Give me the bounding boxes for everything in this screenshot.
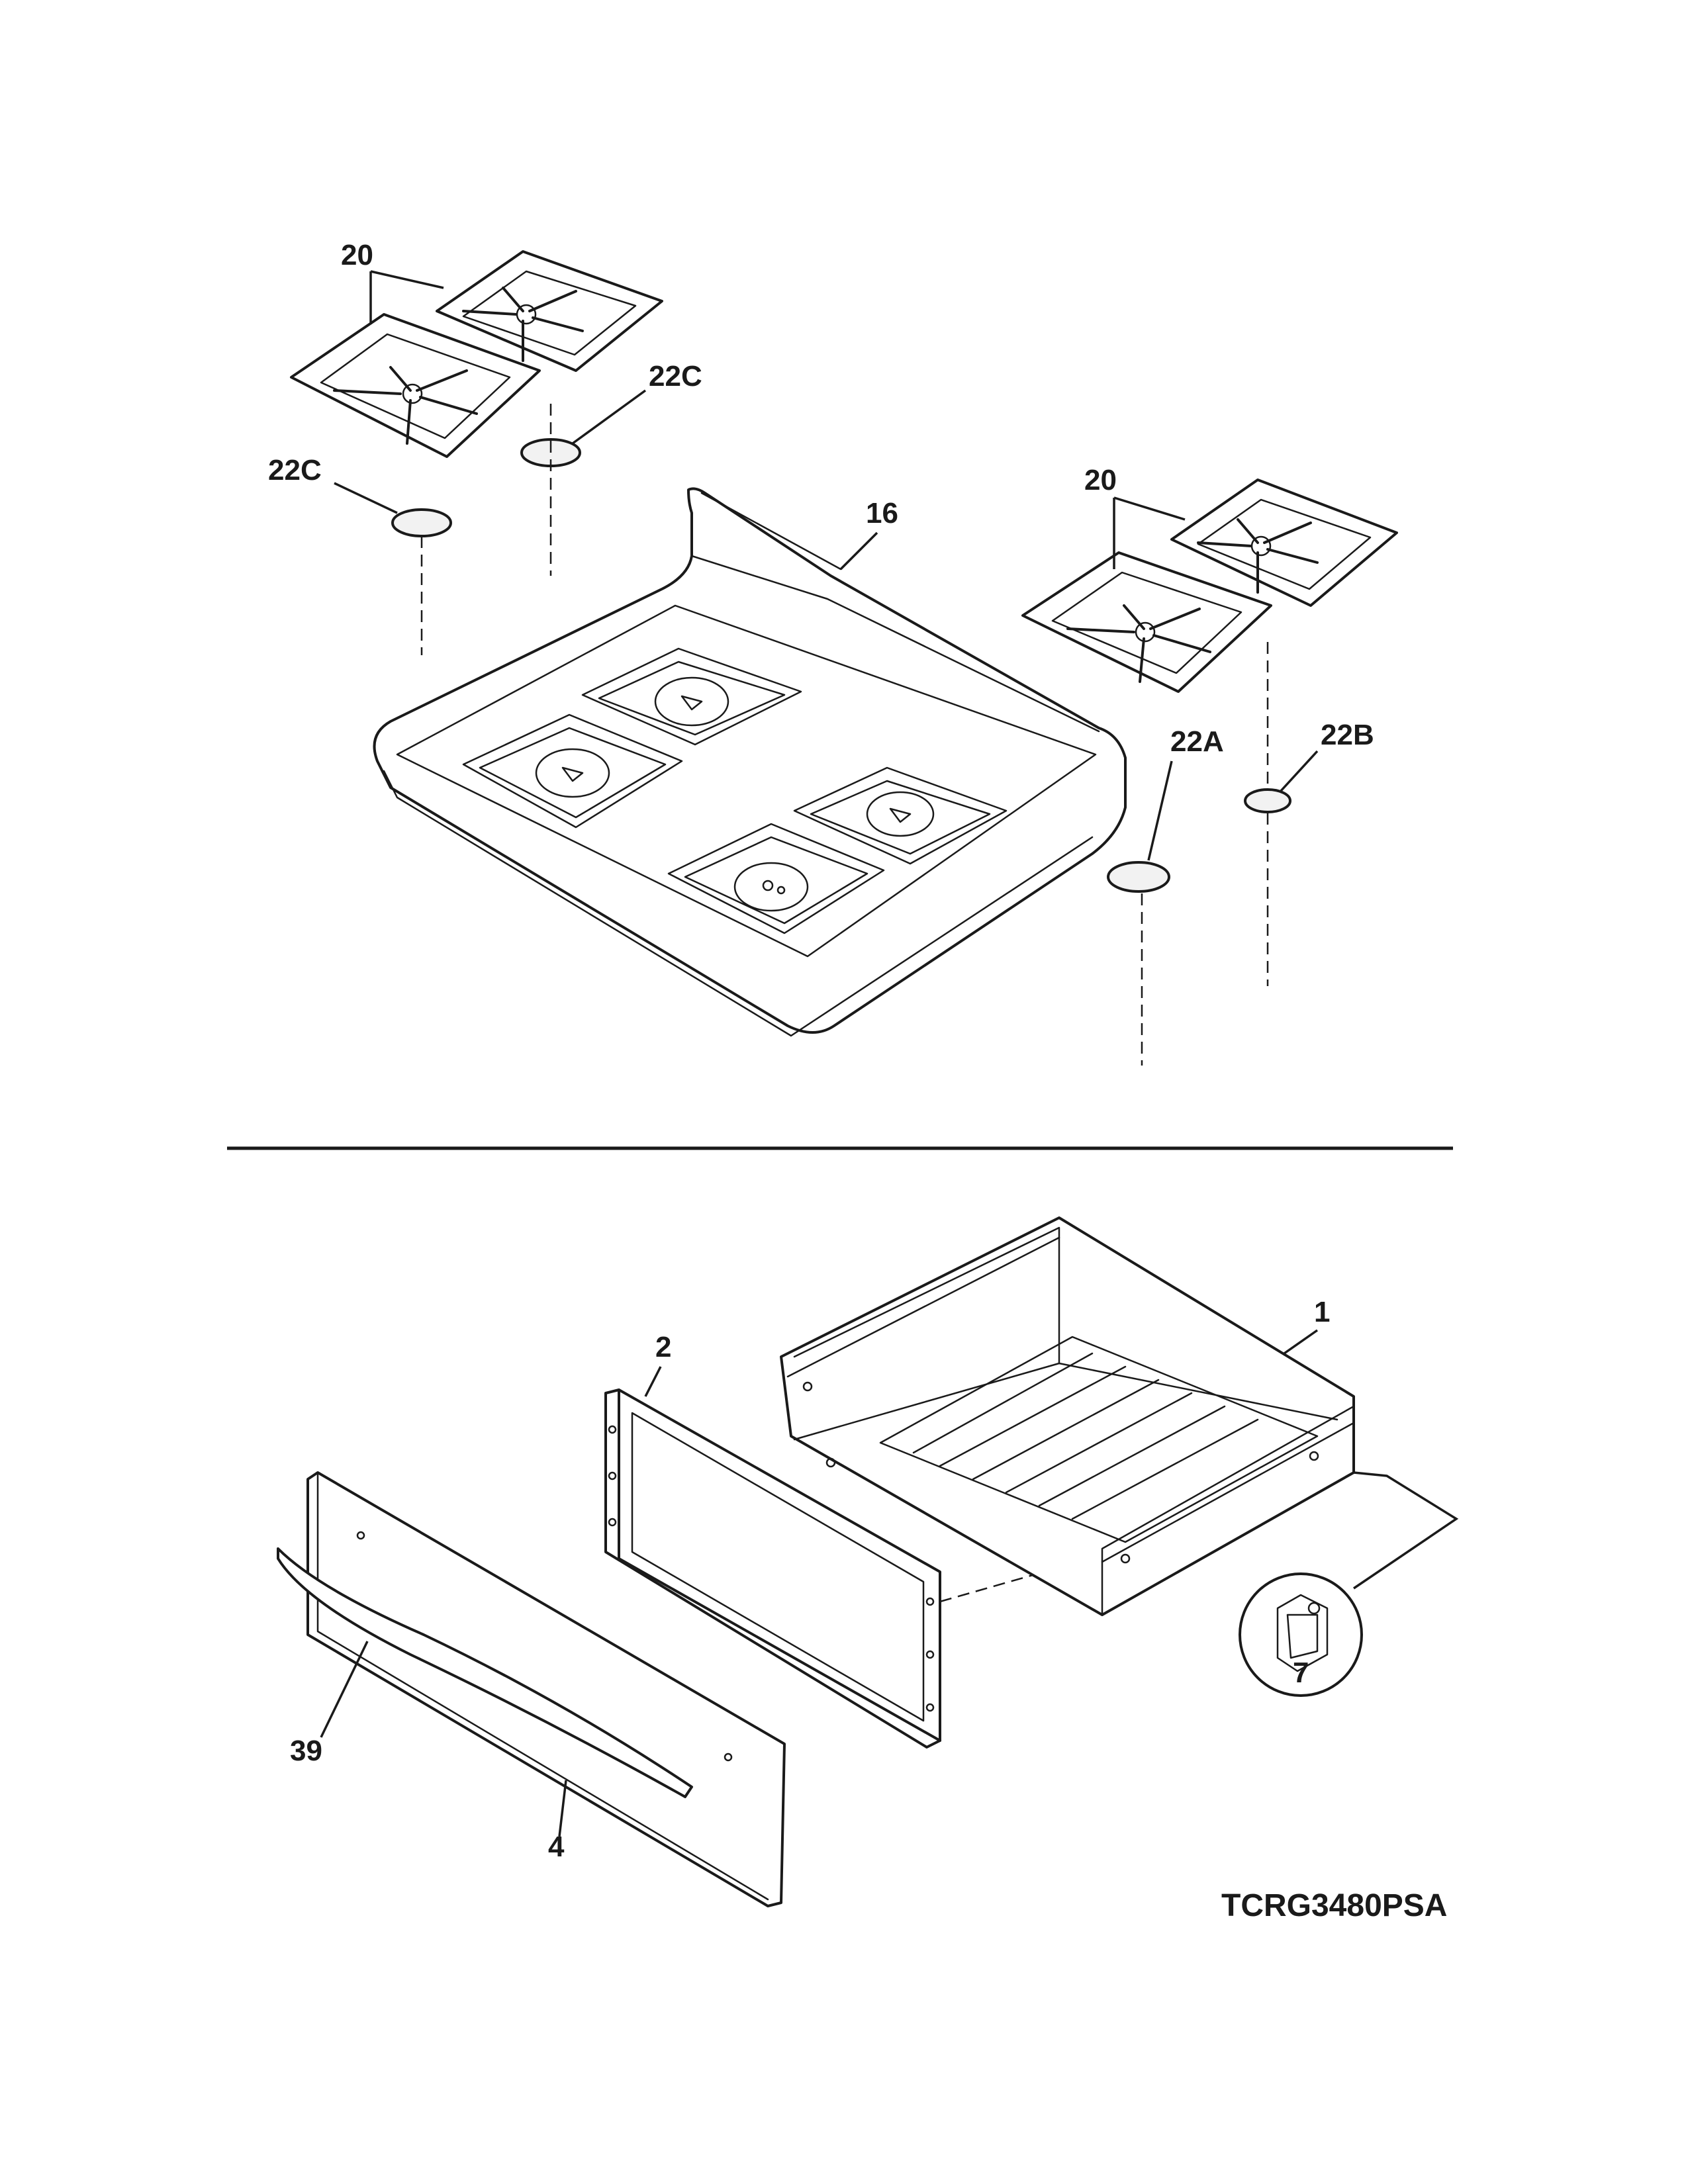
- leader-39: [320, 1641, 369, 1738]
- callout-22c-rear: 22C: [649, 360, 702, 392]
- callout-22b: 22B: [1321, 719, 1374, 751]
- callout-1: 1: [1314, 1296, 1330, 1328]
- grate-pair-right: [1021, 478, 1398, 693]
- drawer-glide-detail: [1239, 1471, 1459, 1697]
- leader-20-right: [1113, 496, 1186, 569]
- leader-22a: [1147, 760, 1173, 861]
- leader-22c-front: [334, 482, 398, 514]
- callout-22c-front: 22C: [268, 454, 322, 486]
- leader-4: [558, 1780, 567, 1837]
- leader-16: [839, 531, 878, 570]
- burner-cap-22a: [1107, 861, 1170, 893]
- grate-left-rear: [436, 250, 663, 372]
- leader-2: [644, 1366, 662, 1397]
- callout-16: 16: [866, 497, 898, 529]
- drawer-handle: [277, 1547, 693, 1798]
- burner-cap-22b: [1244, 788, 1291, 813]
- drawer-front: [306, 1471, 786, 1907]
- leader-1: [1283, 1329, 1319, 1355]
- grate-right-front: [1021, 551, 1272, 693]
- drawer-inner-panel: [604, 1388, 941, 1749]
- callout-22a: 22A: [1170, 725, 1224, 758]
- callout-20-left: 20: [341, 239, 373, 271]
- burner-cap-22c-front: [391, 508, 452, 537]
- leader-20-left: [369, 270, 444, 324]
- grate-pair-left: [290, 250, 663, 458]
- model-number: TCRG3480PSA: [1221, 1888, 1447, 1923]
- centerline-panel-to-body: [939, 1574, 1033, 1603]
- grate-left-front: [290, 313, 541, 458]
- callout-4: 4: [548, 1831, 565, 1863]
- callout-2: 2: [655, 1331, 671, 1363]
- callout-39: 39: [290, 1735, 322, 1767]
- callout-7: 7: [1293, 1657, 1309, 1689]
- grate-right-rear: [1170, 478, 1398, 607]
- leader-22c-rear: [571, 389, 647, 445]
- cooktop: [373, 487, 1127, 1037]
- leader-22b: [1280, 750, 1319, 792]
- callout-20-right: 20: [1084, 464, 1117, 496]
- leader-7-detail: [1353, 1471, 1459, 1590]
